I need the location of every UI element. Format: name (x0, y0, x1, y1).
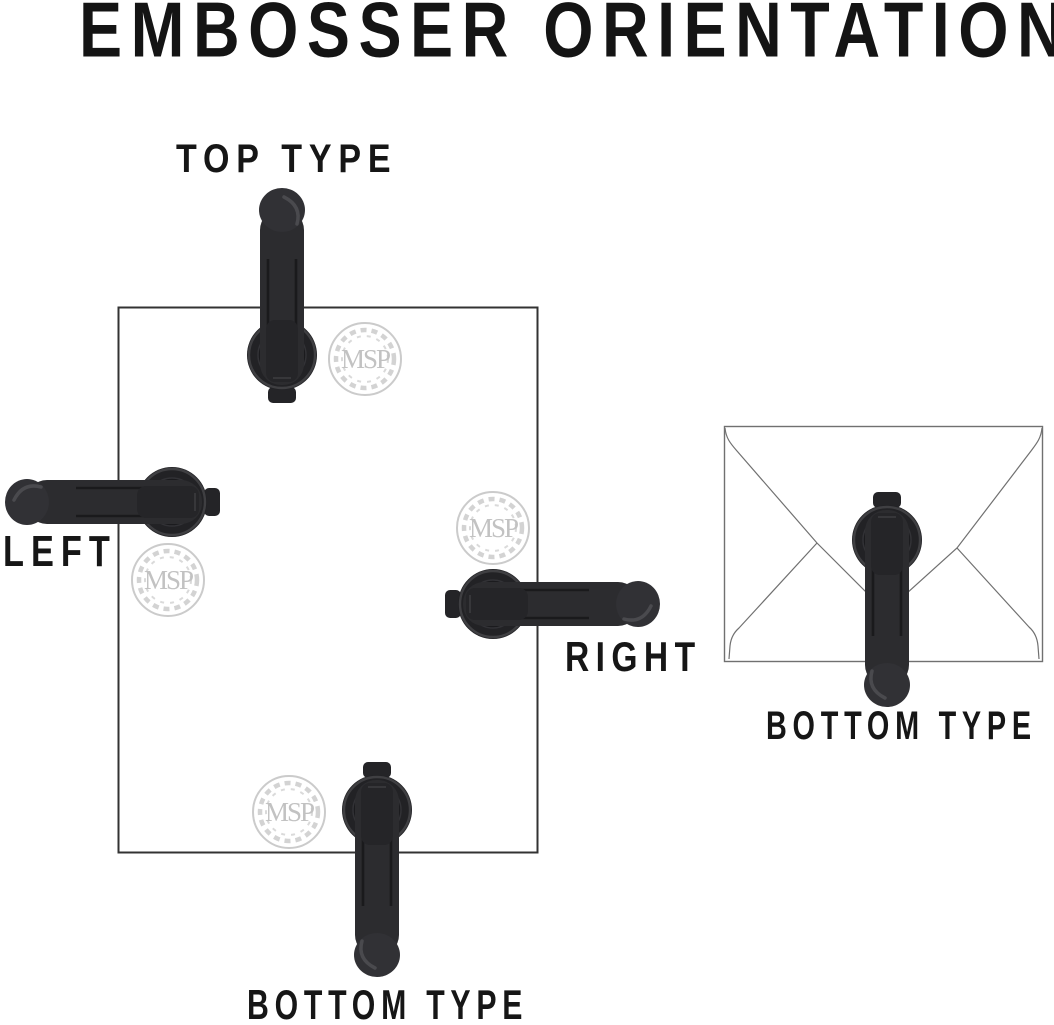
msp-watermark-seal-left: MSP (132, 544, 204, 616)
embosser-right-type (443, 567, 662, 641)
msp-watermark-text: MSP (144, 565, 193, 595)
msp-watermark-seal-right: MSP (457, 492, 529, 564)
msp-watermark-seal-bottom: MSP (253, 776, 325, 848)
label-top-type: TOP TYPE (176, 137, 398, 181)
msp-watermark-text: MSP (341, 344, 390, 374)
page-title: EMBOSSER ORIENTATION (79, 0, 1054, 74)
label-left: LEFT (3, 527, 117, 576)
embosser-top-type (245, 186, 319, 405)
label-right: RIGHT (565, 633, 702, 680)
msp-watermark-text: MSP (469, 513, 518, 543)
label-bottom-type: BOTTOM TYPE (247, 981, 529, 1025)
label-envelope-bottom-type: BOTTOM TYPE (766, 704, 1037, 748)
msp-watermark-text: MSP (265, 797, 314, 827)
msp-watermark-seal-top: MSP (329, 323, 401, 395)
embosser-bottom-type (340, 760, 414, 979)
